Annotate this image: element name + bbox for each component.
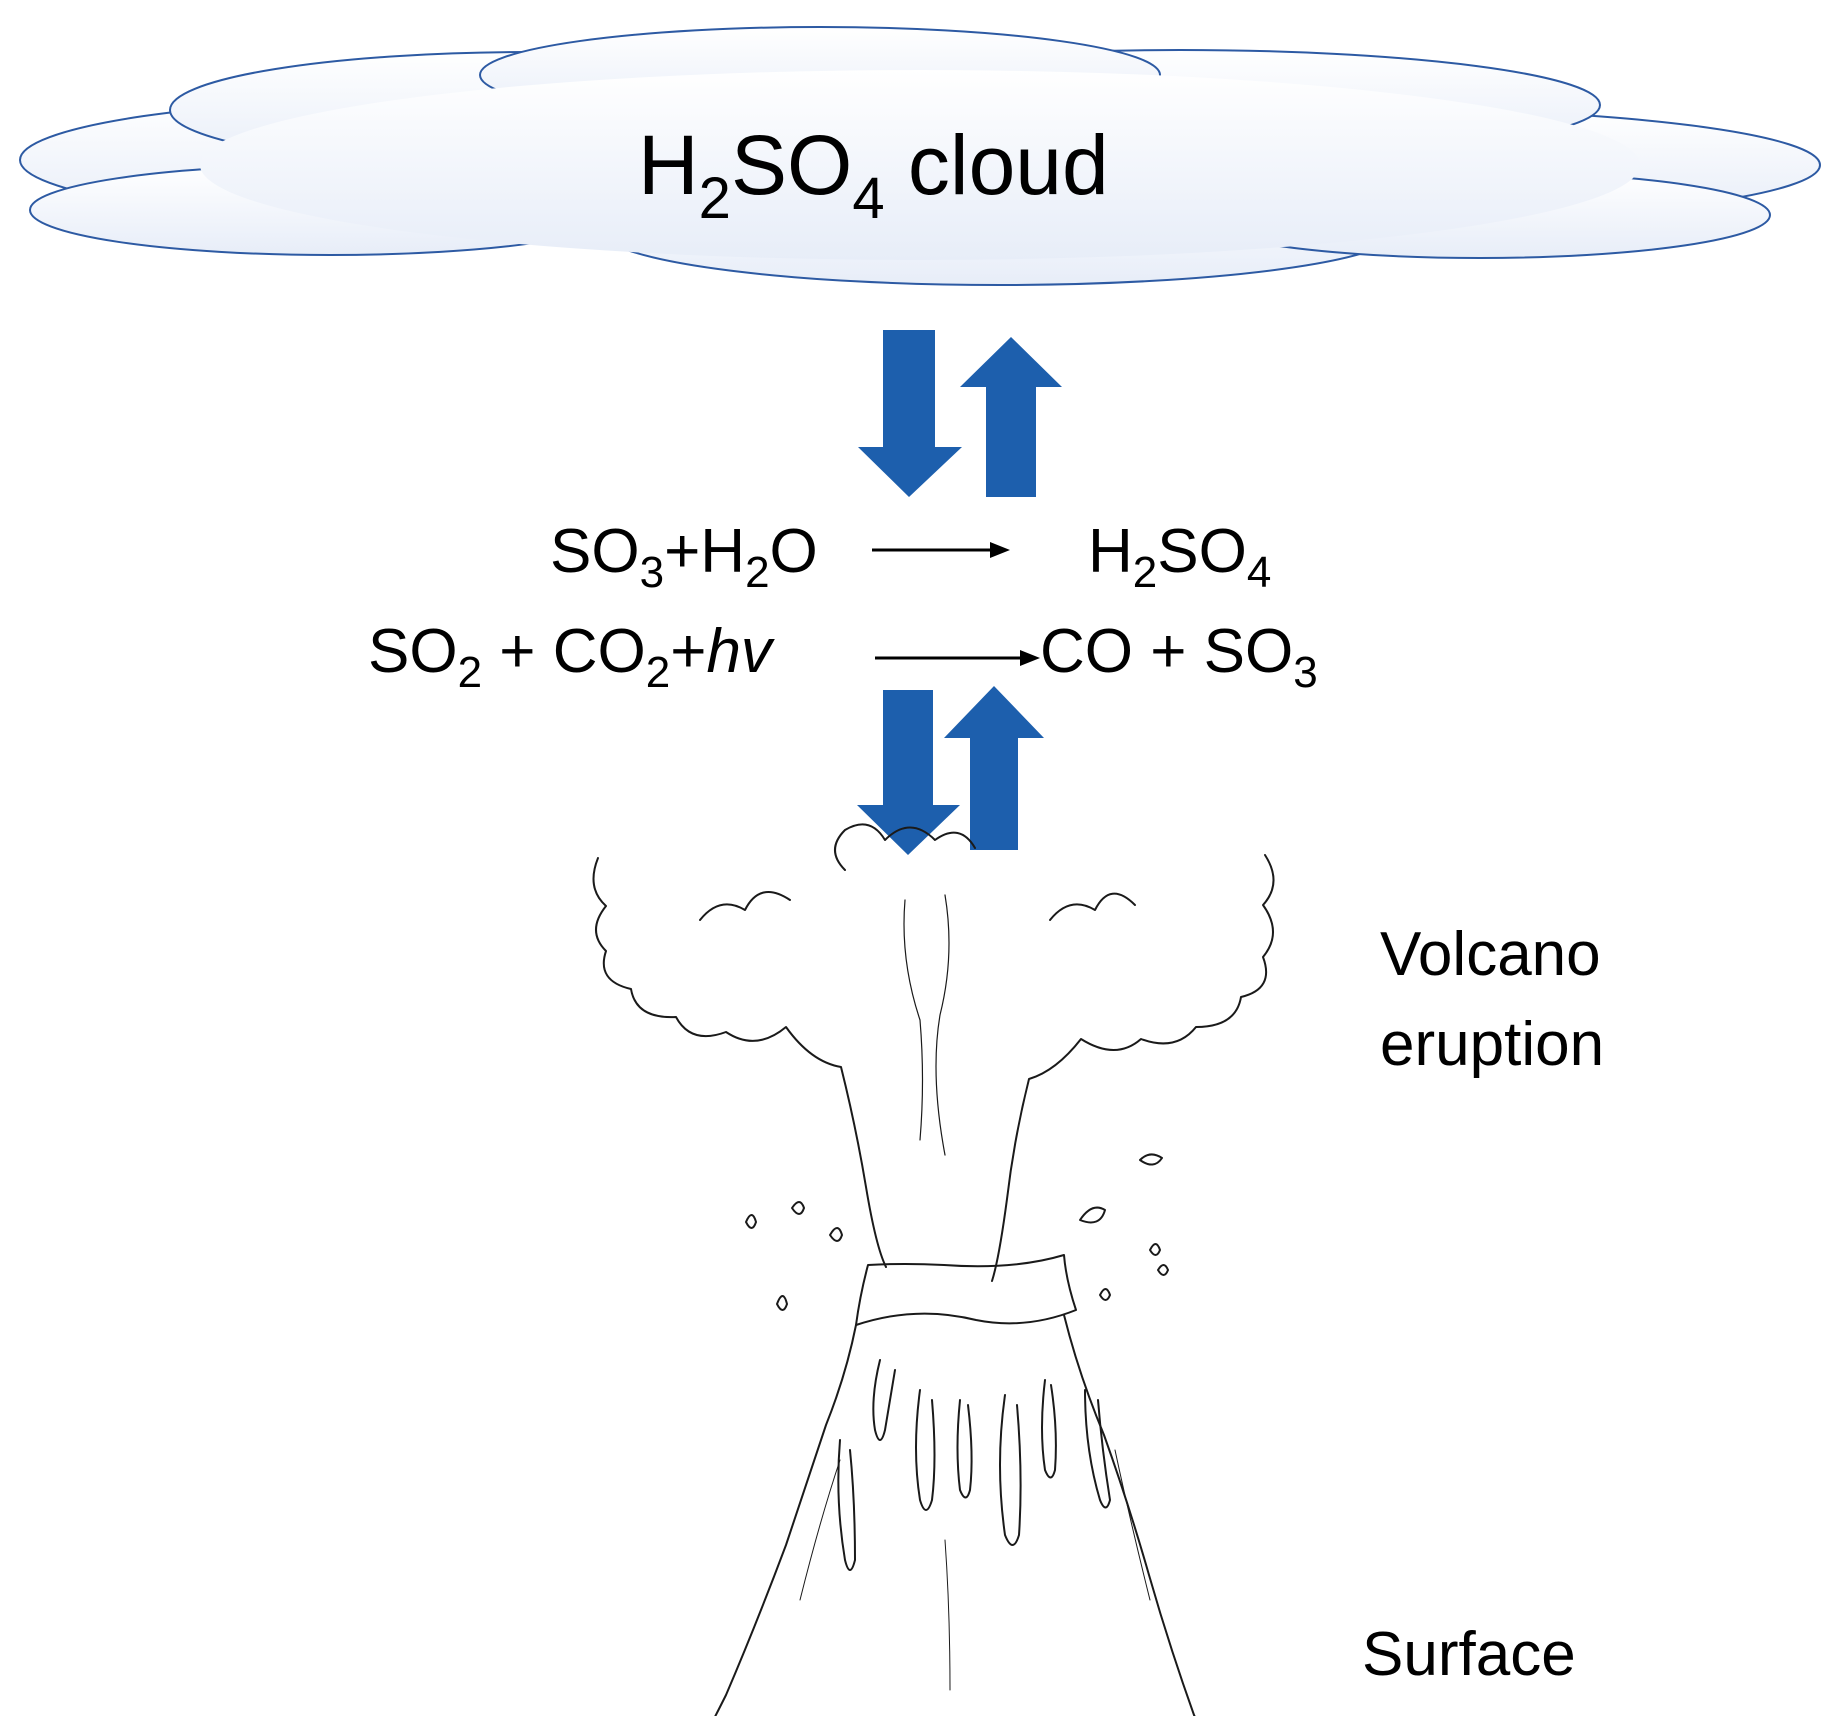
reaction-1-arrow-icon: [872, 542, 1010, 558]
eruption-label: eruption: [1380, 1010, 1604, 1079]
arrow-down-icon: [857, 690, 960, 855]
reaction-1-reactants: SO3+H2O: [550, 517, 818, 597]
volcano-icon: [592, 823, 1275, 1716]
surface-label: Surface: [1362, 1620, 1576, 1689]
arrow-up-icon: [944, 686, 1044, 850]
cloud-label: H2SO4 cloud: [638, 118, 1109, 231]
reaction-2-products: CO + SO3: [1040, 617, 1318, 697]
reaction-1-products: H2SO4: [1088, 517, 1271, 597]
arrow-down-icon: [858, 330, 962, 497]
reaction-2-reactants: SO2 + CO2+hv: [368, 617, 775, 697]
cloud-icon: [19, 26, 1821, 286]
reaction-2-arrow-icon: [875, 650, 1040, 666]
arrow-up-icon: [960, 337, 1062, 497]
volcano-label: Volcano: [1380, 920, 1601, 989]
